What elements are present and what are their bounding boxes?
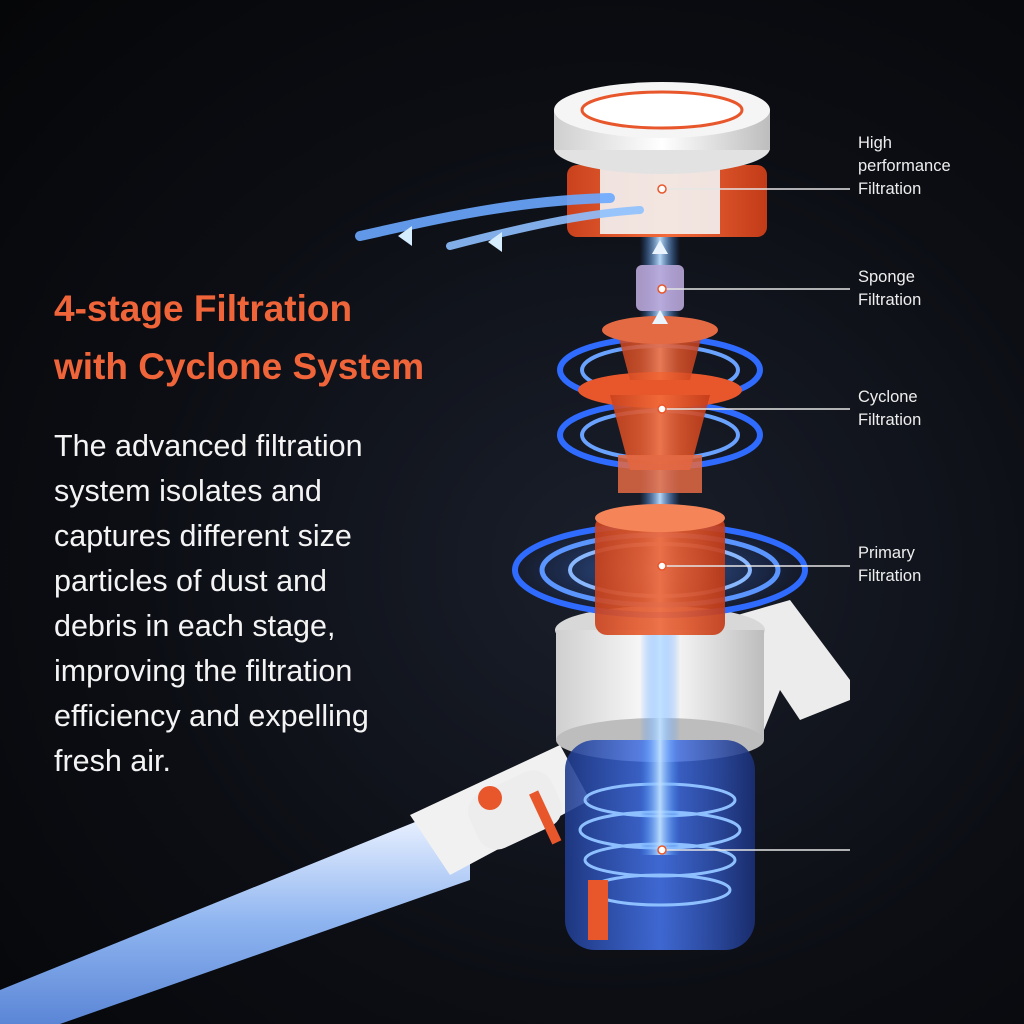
callout-sponge: Sponge Filtration xyxy=(858,266,1008,312)
callout-line: Primary xyxy=(858,544,915,562)
callout-cyclone: Cyclone Filtration xyxy=(858,386,1008,432)
callout-high-performance: High performance Filtration xyxy=(858,132,1008,201)
headline-line-2: with Cyclone System xyxy=(54,346,425,387)
body-line: improving the filtration xyxy=(54,654,353,688)
callout-primary: Primary Filtration xyxy=(858,542,1008,588)
callout-line: performance xyxy=(858,157,951,175)
body-line: fresh air. xyxy=(54,744,171,778)
hepa-filter xyxy=(554,82,770,237)
callout-line: Filtration xyxy=(858,291,922,309)
callout-dot-icon xyxy=(657,184,667,855)
airflow-arrow-icon xyxy=(355,193,644,252)
cyclone-filter xyxy=(557,316,763,493)
callout-line: Cyclone xyxy=(858,388,918,406)
body-line: efficiency and expelling xyxy=(54,699,369,733)
callout-line: Filtration xyxy=(858,180,922,198)
callout-line: Filtration xyxy=(858,411,922,429)
body-line: particles of dust and xyxy=(54,564,327,598)
body-copy: The advanced filtration system isolates … xyxy=(54,424,494,784)
callout-line: High xyxy=(858,134,892,152)
vacuum-wand xyxy=(0,745,590,1024)
headline-line-1: 4-stage Filtration xyxy=(54,288,353,329)
airflow-arrow-icon xyxy=(652,310,668,324)
airflow-arrow-icon xyxy=(652,240,668,254)
body-line: captures different size xyxy=(54,519,352,553)
body-line: system isolates and xyxy=(54,474,322,508)
body-line: The advanced filtration xyxy=(54,429,363,463)
headline: 4-stage Filtration with Cyclone System xyxy=(54,280,524,396)
callout-lines xyxy=(662,188,850,851)
body-line: debris in each stage, xyxy=(54,609,336,643)
callout-line: Filtration xyxy=(858,567,922,585)
primary-filter xyxy=(510,504,810,635)
callout-line: Sponge xyxy=(858,268,915,286)
